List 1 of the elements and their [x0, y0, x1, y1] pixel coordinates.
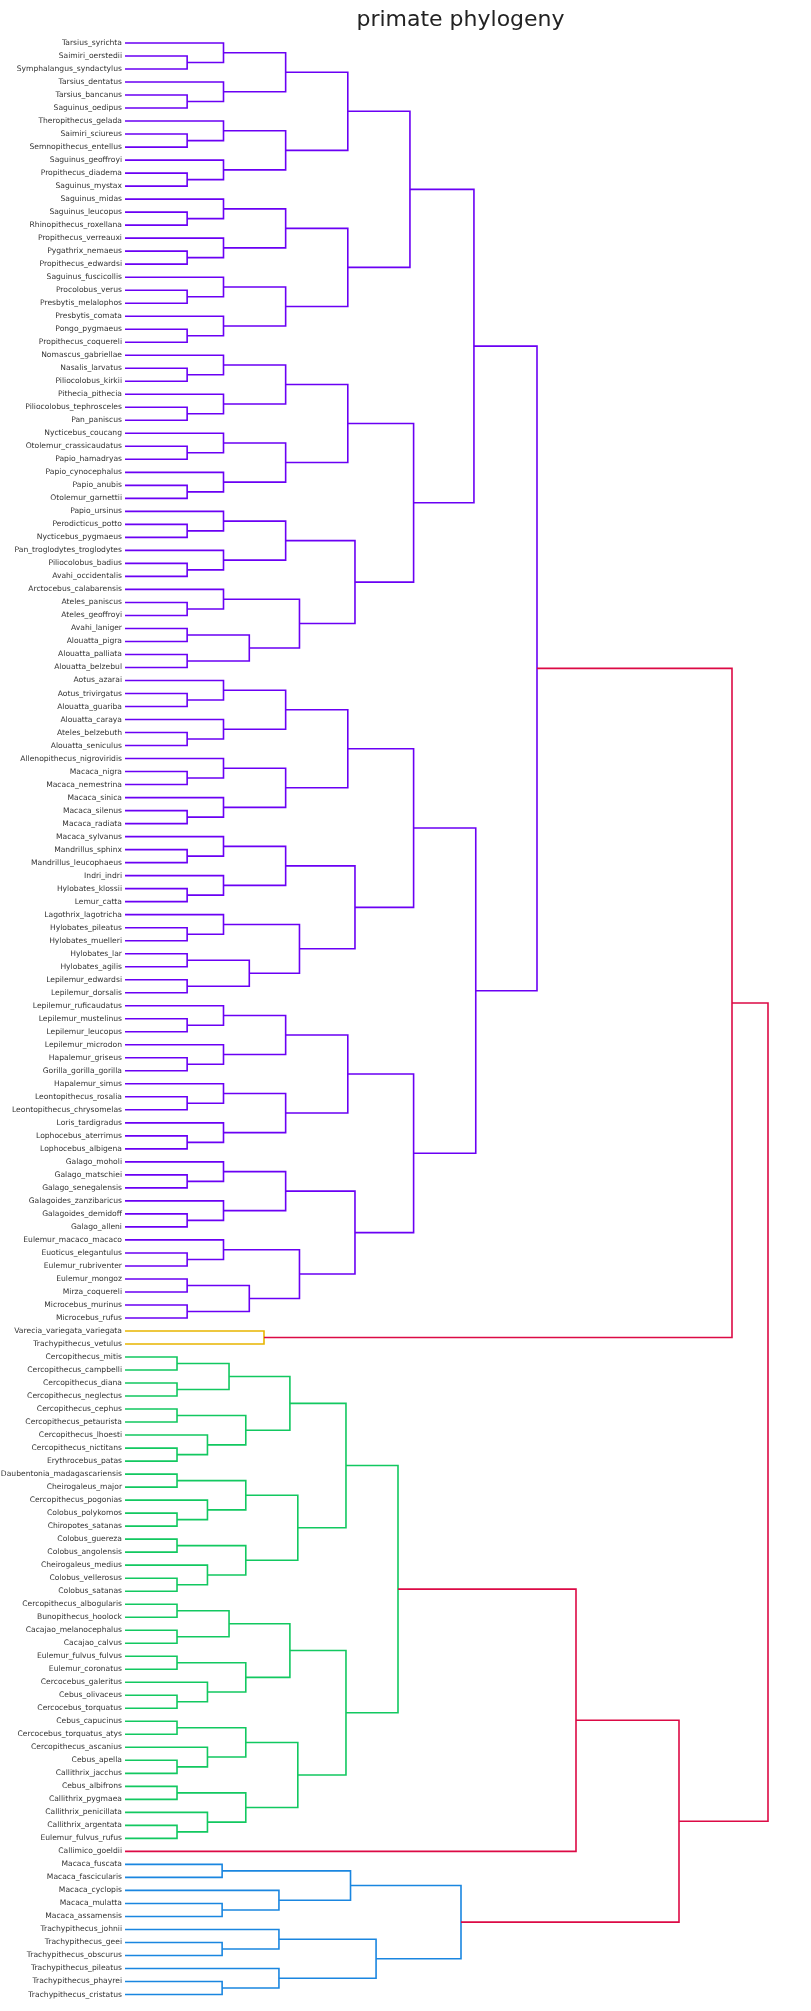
- chart-title: primate phylogeny: [356, 6, 565, 31]
